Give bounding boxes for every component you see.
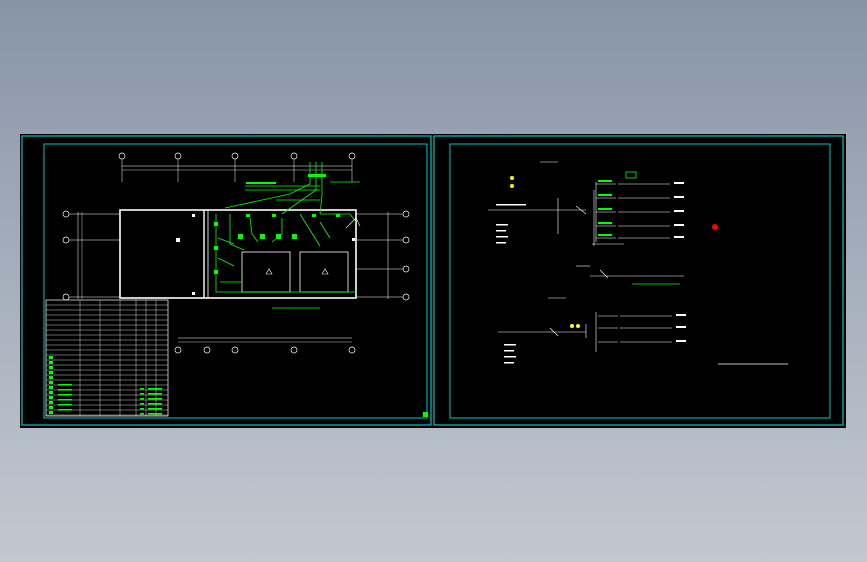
green-wiring bbox=[215, 162, 360, 309]
table-text-stroke bbox=[58, 409, 72, 411]
table-symbol bbox=[49, 366, 53, 369]
feeder-label bbox=[674, 182, 684, 184]
feeder-label bbox=[676, 326, 686, 328]
table-text-stroke bbox=[58, 384, 72, 386]
feeder-label bbox=[598, 208, 612, 210]
equipment-table bbox=[45, 299, 169, 417]
note-text-stroke bbox=[504, 350, 514, 352]
yellow-fuse-icon bbox=[510, 184, 514, 188]
table-symbol bbox=[49, 381, 53, 384]
feeder-label bbox=[676, 340, 686, 342]
right-axis-bubbles bbox=[402, 210, 410, 301]
cad-canvas[interactable] bbox=[20, 134, 846, 428]
table-text-stroke bbox=[140, 403, 144, 405]
feeder-label bbox=[598, 180, 612, 182]
table-symbol bbox=[49, 376, 53, 379]
table-symbol bbox=[49, 411, 53, 414]
bottom-axis-bubbles bbox=[174, 346, 356, 354]
table-symbol bbox=[49, 391, 53, 394]
note-text-stroke bbox=[496, 230, 506, 232]
white-outlets bbox=[176, 214, 355, 295]
table-text-stroke bbox=[148, 403, 162, 405]
building-walls bbox=[119, 209, 357, 299]
table-symbol bbox=[49, 356, 53, 359]
door-swing bbox=[345, 217, 361, 229]
cad-drawing-sheet bbox=[20, 134, 846, 428]
table-text-stroke bbox=[58, 399, 72, 401]
single-line-diagram bbox=[488, 161, 788, 365]
feeder-label bbox=[674, 236, 684, 238]
feeder-label bbox=[674, 196, 684, 198]
floor-plan bbox=[62, 152, 410, 354]
note-text-stroke bbox=[504, 344, 516, 346]
table-text-stroke bbox=[148, 388, 162, 390]
table-text-stroke bbox=[58, 404, 72, 406]
red-dot-marker-icon bbox=[712, 224, 718, 230]
left-sheet-frame bbox=[21, 135, 432, 426]
table-text-stroke bbox=[58, 389, 72, 391]
note-text-stroke bbox=[504, 356, 516, 358]
table-text-stroke bbox=[140, 413, 144, 415]
table-text-stroke bbox=[58, 394, 72, 396]
note-text-stroke bbox=[504, 362, 514, 364]
yellow-fuse-icon bbox=[570, 324, 574, 328]
note-text-stroke bbox=[496, 236, 508, 238]
feeder-label bbox=[676, 314, 686, 316]
feeder-label bbox=[598, 222, 612, 224]
right-sheet-frame bbox=[433, 135, 844, 426]
table-text-stroke bbox=[148, 398, 162, 400]
table-text-stroke bbox=[140, 398, 144, 400]
top-axis-bubbles bbox=[118, 152, 356, 160]
feeder-label bbox=[598, 194, 612, 196]
table-text-stroke bbox=[148, 408, 162, 410]
table-symbol bbox=[49, 371, 53, 374]
table-symbol bbox=[49, 401, 53, 404]
feeder-label bbox=[598, 234, 612, 236]
yellow-fuse-icon bbox=[576, 324, 580, 328]
table-symbol bbox=[49, 386, 53, 389]
table-text-stroke bbox=[148, 393, 162, 395]
note-text-stroke bbox=[496, 204, 526, 206]
table-symbol bbox=[49, 361, 53, 364]
warning-triangle-icon bbox=[265, 268, 329, 275]
yellow-fuse-icon bbox=[510, 176, 514, 180]
note-text-stroke bbox=[496, 224, 508, 226]
table-text-stroke bbox=[140, 388, 144, 390]
table-symbol bbox=[49, 406, 53, 409]
left-axis-bubbles bbox=[62, 210, 70, 301]
table-symbol bbox=[49, 396, 53, 399]
note-text-stroke bbox=[496, 242, 506, 244]
green-fixtures bbox=[214, 174, 340, 274]
table-text-stroke bbox=[148, 413, 162, 415]
feeder-label bbox=[674, 210, 684, 212]
table-text-stroke bbox=[140, 393, 144, 395]
table-text-stroke bbox=[140, 408, 144, 410]
feeder-label bbox=[674, 224, 684, 226]
